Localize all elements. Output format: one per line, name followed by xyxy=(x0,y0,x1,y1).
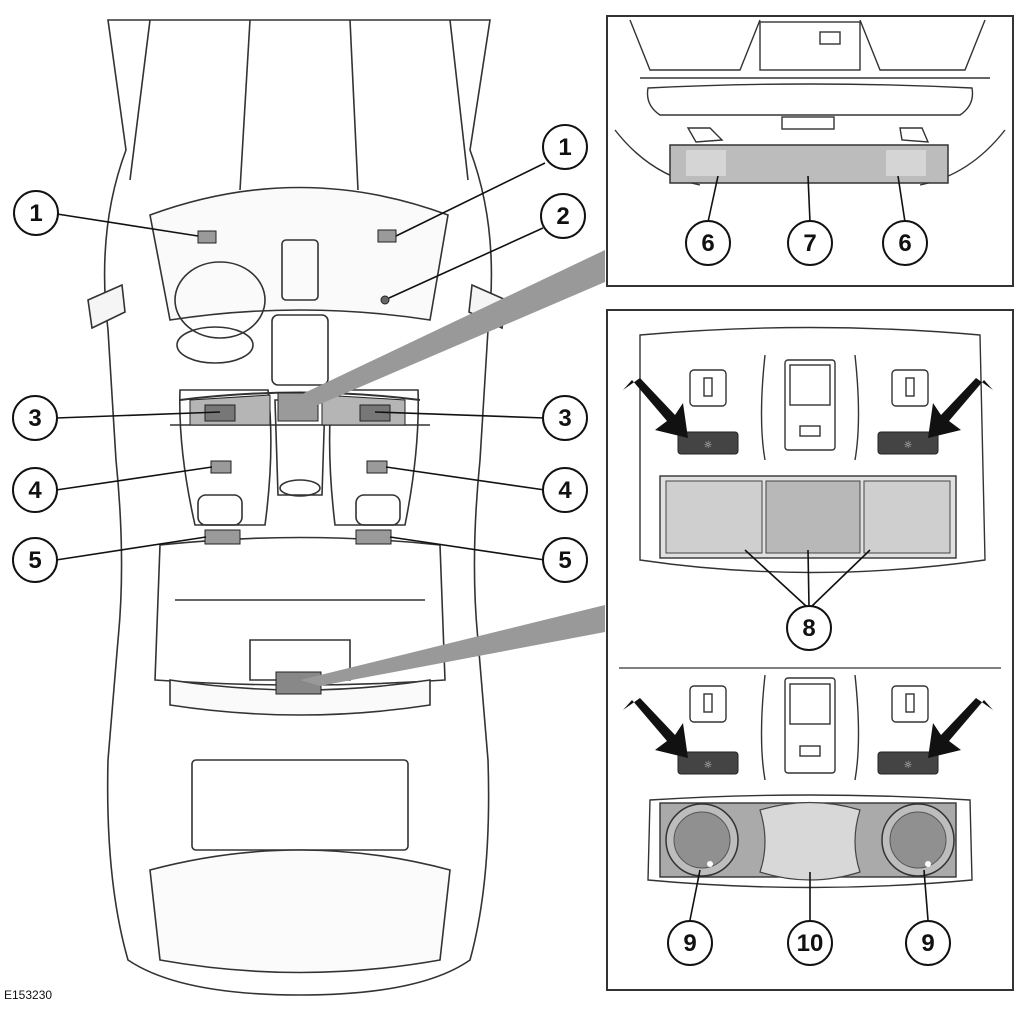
callout-6-right: 6 xyxy=(882,220,928,266)
svg-text:☼: ☼ xyxy=(904,440,913,451)
lamp-marker-4-right xyxy=(366,460,388,474)
callout-4-right-label: 4 xyxy=(558,477,572,504)
car-top-view xyxy=(87,19,507,996)
callout-6-right-label: 6 xyxy=(898,230,911,257)
svg-text:☼: ☼ xyxy=(704,440,713,451)
callout-1-right: 1 xyxy=(542,124,588,170)
zoom-wedge-rear xyxy=(300,605,605,686)
callout-1-left: 1 xyxy=(13,190,59,236)
callout-2: 2 xyxy=(540,193,586,239)
callout-1-right-label: 1 xyxy=(558,134,571,161)
callout-8: 8 xyxy=(786,605,832,651)
callout-10-label: 10 xyxy=(797,930,824,957)
lamp-marker-4-left xyxy=(210,460,232,474)
callout-9-left-label: 9 xyxy=(683,930,696,957)
lamp-marker-1-left xyxy=(197,230,217,244)
callout-7: 7 xyxy=(787,220,833,266)
switch-left-upper[interactable] xyxy=(677,431,739,455)
callout-5-right: 5 xyxy=(542,537,588,583)
callout-4-right: 4 xyxy=(542,467,588,513)
callout-6-left-label: 6 xyxy=(701,230,714,257)
callout-3-left: 3 xyxy=(12,395,58,441)
lamp-marker-5-right xyxy=(355,529,392,545)
svg-text:☼: ☼ xyxy=(904,760,913,771)
center-lens xyxy=(759,801,861,881)
callout-4-left: 4 xyxy=(12,467,58,513)
lamp-marker-5-left xyxy=(204,529,241,545)
callout-3-right: 3 xyxy=(542,395,588,441)
callout-3-right-label: 3 xyxy=(558,405,571,432)
callout-6-left: 6 xyxy=(685,220,731,266)
callout-4-left-label: 4 xyxy=(28,477,42,504)
callout-5-left-label: 5 xyxy=(28,547,41,574)
callout-10: 10 xyxy=(787,920,833,966)
arrow-left-lower xyxy=(623,698,688,758)
arrow-right-lower xyxy=(928,698,993,758)
arrow-left-upper xyxy=(623,378,688,438)
switch-left-lower[interactable] xyxy=(677,751,739,775)
callout-2-label: 2 xyxy=(556,203,569,230)
callout-7-label: 7 xyxy=(803,230,816,257)
switch-right-upper[interactable] xyxy=(877,431,939,455)
callout-5-right-label: 5 xyxy=(558,547,571,574)
callout-9-right-label: 9 xyxy=(921,930,934,957)
figure-id: E153230 xyxy=(4,988,53,1002)
lamp-marker-1-right xyxy=(377,229,397,243)
arrow-right-upper xyxy=(928,378,993,438)
marker-2 xyxy=(380,295,390,305)
callout-9-right: 9 xyxy=(905,920,951,966)
callout-1-left-label: 1 xyxy=(29,200,42,227)
callout-3-left-label: 3 xyxy=(28,405,41,432)
callout-9-left: 9 xyxy=(667,920,713,966)
zoom-wedge-front xyxy=(300,250,605,405)
svg-text:☼: ☼ xyxy=(704,760,713,771)
callout-8-label: 8 xyxy=(802,615,815,642)
leader-lines xyxy=(55,162,929,921)
switch-right-lower[interactable] xyxy=(877,751,939,775)
callout-5-left: 5 xyxy=(12,537,58,583)
callouts: 1 1 2 3 3 4 4 5 xyxy=(12,124,951,966)
